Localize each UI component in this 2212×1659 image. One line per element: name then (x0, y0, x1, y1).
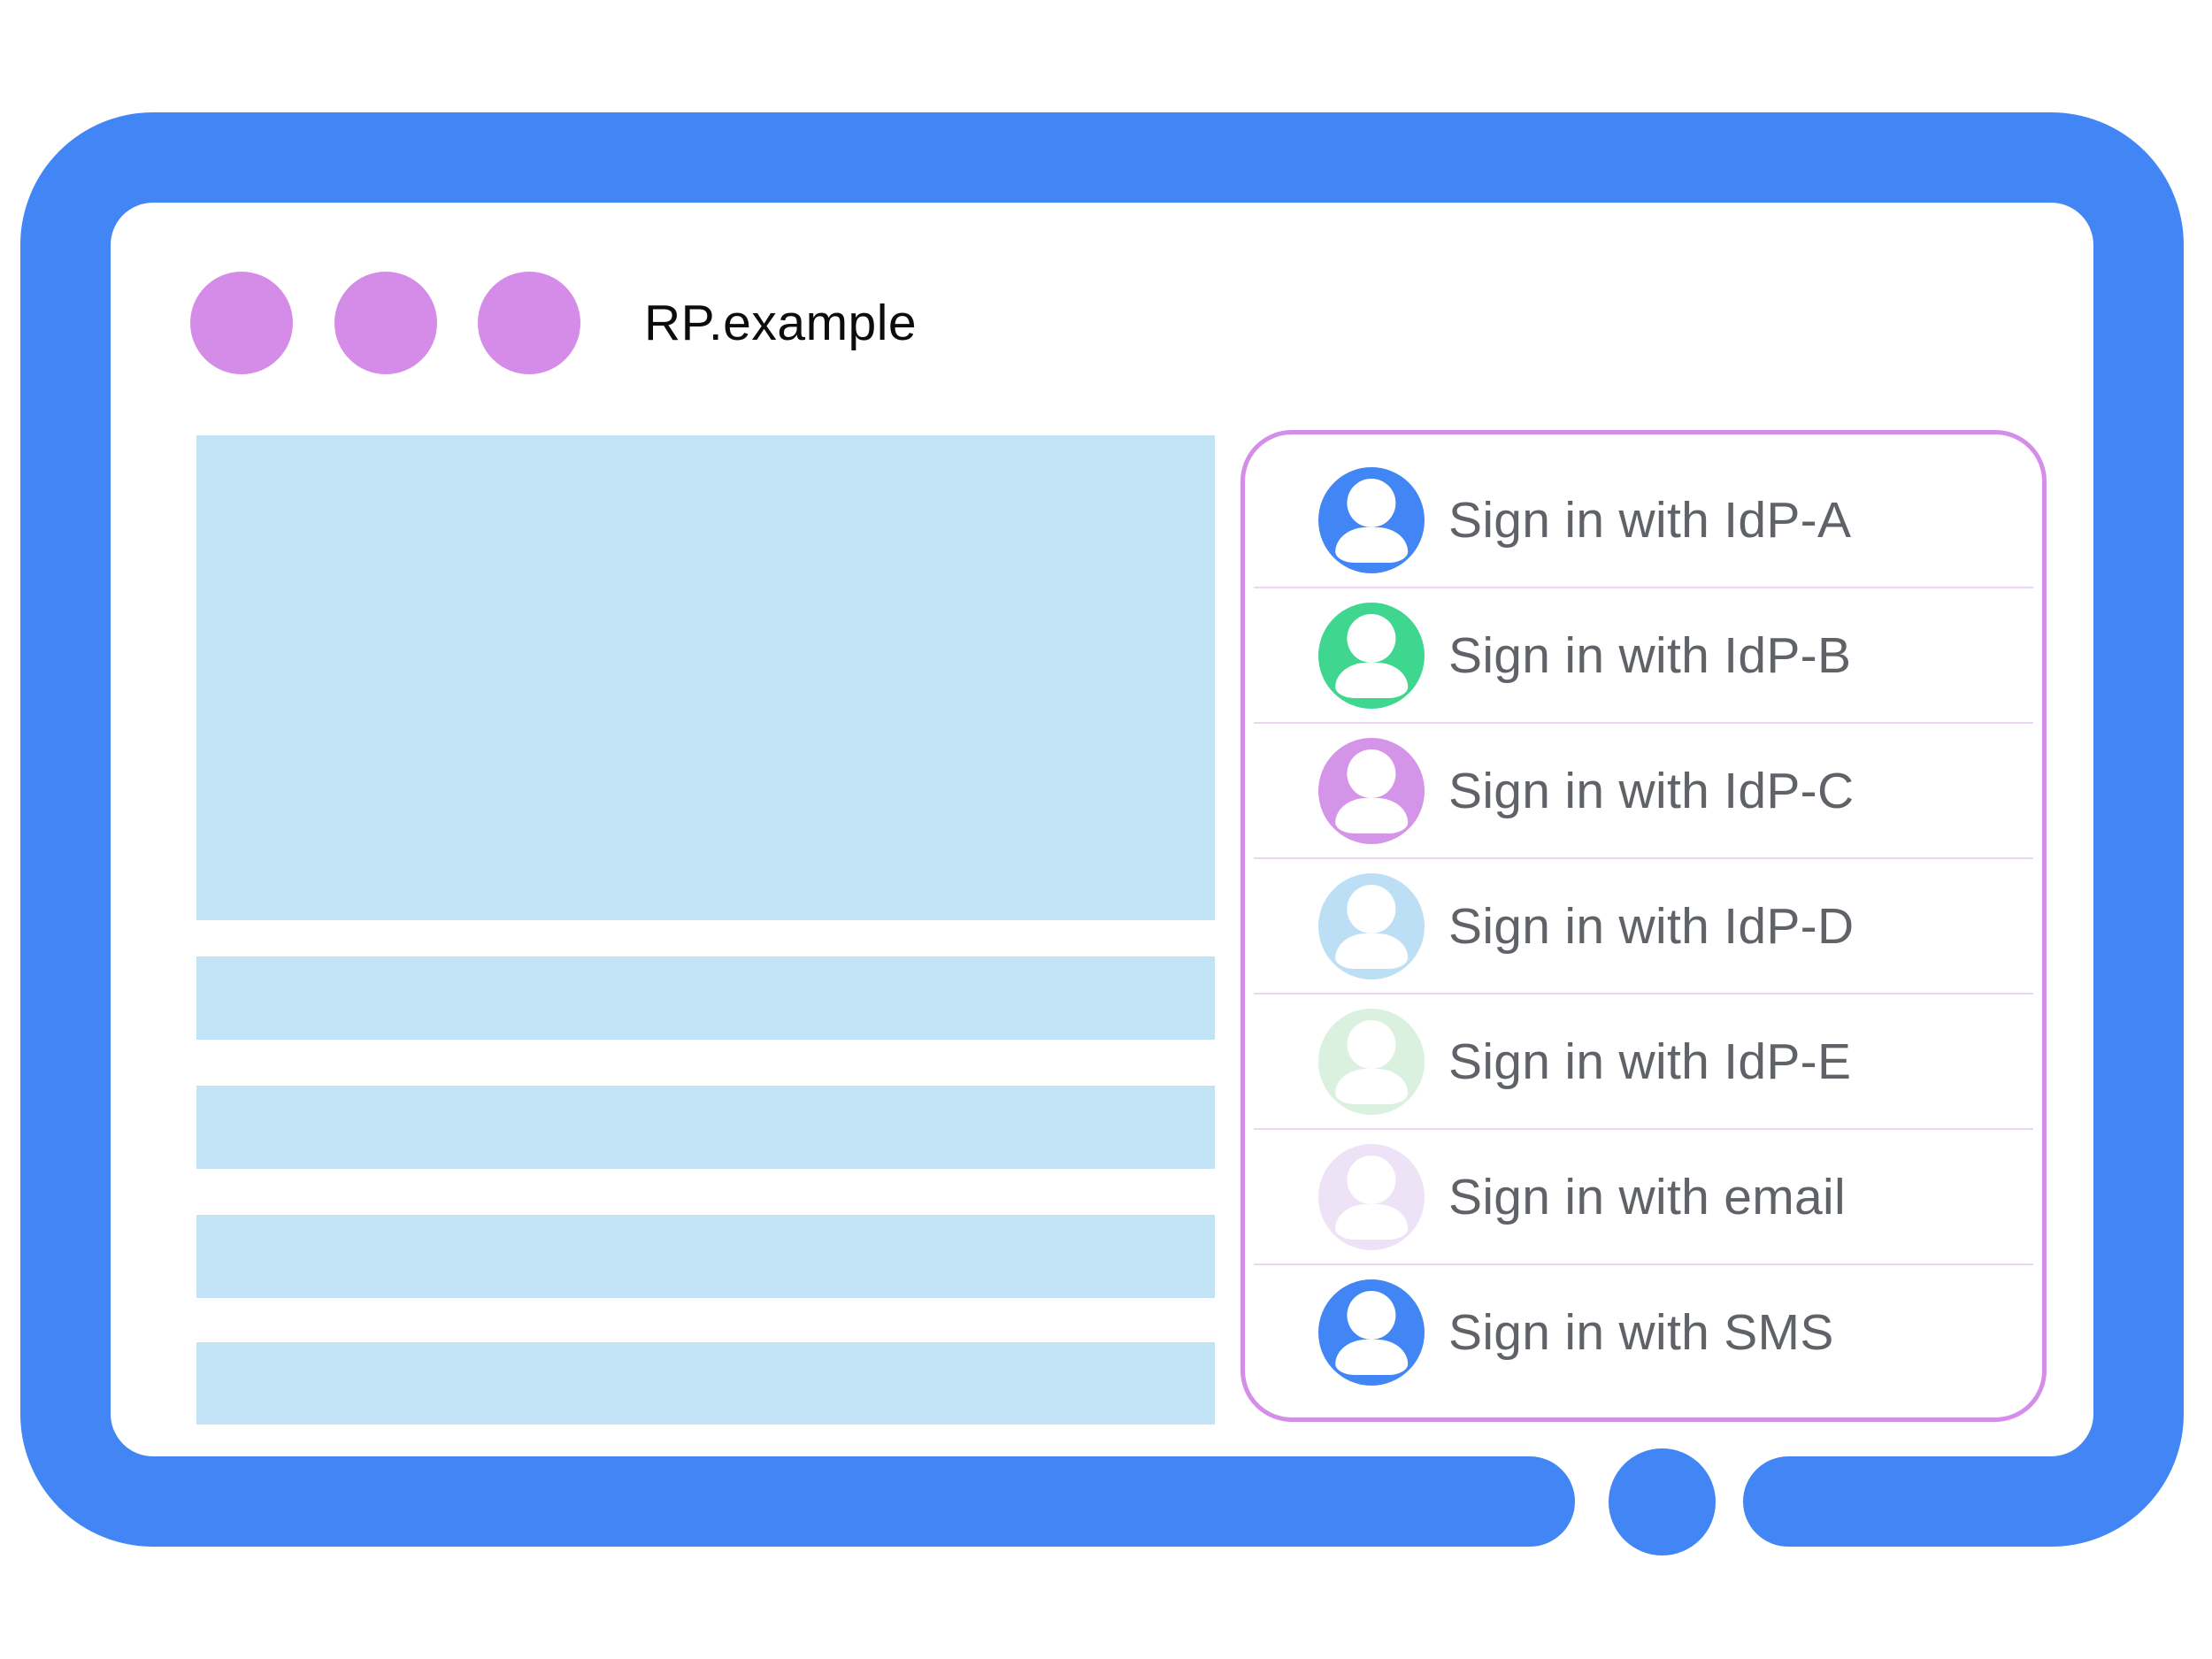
window-control-dot[interactable] (478, 272, 580, 374)
person-head (1347, 884, 1396, 933)
signin-chooser-dialog: Sign in with IdP-A Sign in with IdP-B Si… (1240, 430, 2047, 1422)
person-icon (1318, 466, 1425, 573)
home-button[interactable] (1609, 1448, 1716, 1555)
person-shoulders (1335, 662, 1408, 698)
person-icon (1318, 1143, 1425, 1250)
site-title: RP.example (644, 295, 918, 351)
person-shoulders (1335, 1339, 1408, 1375)
person-head (1347, 1155, 1396, 1204)
person-icon (1318, 737, 1425, 844)
person-head (1347, 613, 1396, 663)
signin-option-label: Sign in with SMS (1448, 1303, 1834, 1361)
signin-option-idp-b[interactable]: Sign in with IdP-B (1245, 588, 2042, 724)
person-shoulders (1335, 1203, 1408, 1240)
content-placeholder-bar (196, 1342, 1215, 1425)
signin-option-sms[interactable]: Sign in with SMS (1245, 1264, 2042, 1400)
person-icon (1318, 1008, 1425, 1115)
person-head (1347, 478, 1396, 527)
person-shoulders (1335, 933, 1408, 969)
person-head (1347, 1019, 1396, 1069)
content-placeholder-bar (196, 1215, 1215, 1298)
person-shoulders (1335, 797, 1408, 833)
signin-option-label: Sign in with IdP-B (1448, 626, 1852, 684)
person-icon (1318, 1279, 1425, 1386)
signin-option-label: Sign in with email (1448, 1168, 1846, 1225)
person-shoulders (1335, 1068, 1408, 1104)
signin-option-label: Sign in with IdP-A (1448, 491, 1852, 549)
person-icon (1318, 602, 1425, 709)
signin-option-label: Sign in with IdP-D (1448, 897, 1855, 955)
content-placeholder-bar (196, 1086, 1215, 1169)
signin-option-idp-c[interactable]: Sign in with IdP-C (1245, 723, 2042, 859)
person-head (1347, 1290, 1396, 1340)
signin-option-label: Sign in with IdP-C (1448, 762, 1855, 819)
signin-option-idp-a[interactable]: Sign in with IdP-A (1245, 452, 2042, 588)
frame-bottom-bar-right-cap (1743, 1456, 1851, 1547)
content-placeholder-bar (196, 956, 1215, 1040)
signin-option-email[interactable]: Sign in with email (1245, 1129, 2042, 1265)
content-placeholder-hero (196, 435, 1215, 920)
signin-option-label: Sign in with IdP-E (1448, 1033, 1852, 1090)
person-icon (1318, 872, 1425, 979)
person-shoulders (1335, 526, 1408, 563)
signin-option-idp-e[interactable]: Sign in with IdP-E (1245, 994, 2042, 1130)
signin-option-idp-d[interactable]: Sign in with IdP-D (1245, 858, 2042, 995)
frame-bottom-bar-left-cap (1467, 1456, 1575, 1547)
window-control-dot[interactable] (190, 272, 293, 374)
window-control-dot[interactable] (334, 272, 437, 374)
person-head (1347, 749, 1396, 798)
